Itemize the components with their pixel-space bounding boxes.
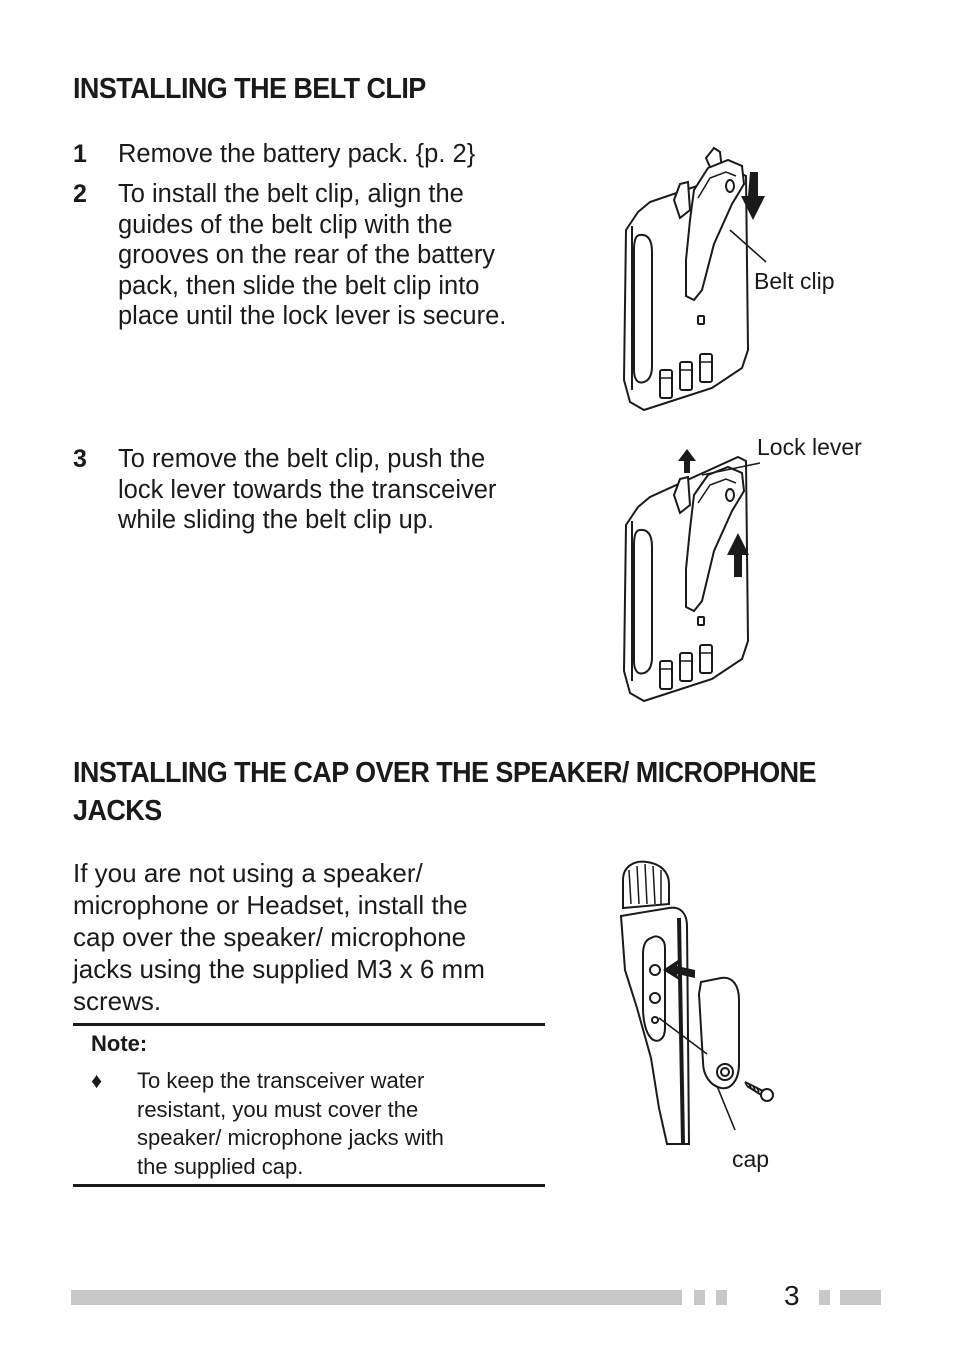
note-heading: Note:	[91, 1031, 148, 1056]
step-line: pack, then slide the belt clip into	[118, 271, 480, 300]
step-line: lock lever towards the transceiver	[118, 475, 497, 504]
step-number: 2	[73, 180, 87, 208]
footer-block	[819, 1290, 830, 1305]
step-text: Remove the battery pack. {p. 2}	[118, 139, 475, 170]
note-line: speaker/ microphone jacks with	[137, 1125, 444, 1150]
step-line: To install the belt clip, align the	[118, 180, 464, 208]
note-text: To keep the transceiver water resistant,…	[137, 1067, 444, 1181]
step-line: guides of the belt clip with the	[118, 210, 453, 239]
battery-belt-clip-remove-illustration	[622, 449, 761, 703]
body-line: cap over the speaker/ microphone	[73, 922, 467, 952]
section-title-cap: INSTALLING THE CAP OVER THE SPEAKER/ MIC…	[73, 754, 817, 830]
note-line: resistant, you must cover the	[137, 1096, 419, 1122]
footer-bar-left	[71, 1290, 682, 1305]
body-line: jacks using the supplied M3 x 6 mm	[73, 954, 485, 984]
bullet-icon: ♦	[91, 1068, 103, 1093]
body-line: If you are not using a speaker/	[73, 858, 423, 888]
note-bottom-rule	[73, 1184, 545, 1187]
label-lock-lever: Lock lever	[757, 434, 862, 460]
step-line: place until the lock lever is secure.	[118, 302, 507, 330]
arrow-down-icon	[741, 172, 765, 220]
cap-instructions: If you are not using a speaker/ micropho…	[73, 857, 485, 1017]
footer-block	[716, 1290, 727, 1305]
arrow-up-icon	[727, 533, 749, 577]
title-line: JACKS	[73, 795, 162, 827]
title-line: INSTALLING THE CAP OVER THE SPEAKER/ MIC…	[73, 757, 817, 789]
step-line: while sliding the belt clip up.	[118, 506, 435, 534]
footer-bar-right	[840, 1290, 881, 1305]
step-number: 3	[73, 445, 87, 473]
step-line: Remove the battery pack. {p. 2}	[118, 140, 476, 168]
section-title-belt-clip: INSTALLING THE BELT CLIP	[73, 73, 426, 105]
step-text: To install the belt clip, align the guid…	[118, 179, 506, 332]
arrow-left-icon	[663, 958, 695, 980]
label-cap: cap	[732, 1146, 770, 1172]
transceiver-cap-illustration	[619, 860, 774, 1145]
step-line: To remove the belt clip, push the	[118, 445, 486, 473]
step-number: 1	[73, 140, 87, 168]
step-text: To remove the belt clip, push the lock l…	[118, 444, 496, 536]
arrow-up-icon	[678, 449, 696, 473]
note-line: To keep the transceiver water	[137, 1068, 425, 1093]
step-line: grooves on the rear of the battery	[118, 241, 496, 269]
body-line: microphone or Headset, install the	[73, 890, 468, 920]
note-line: the supplied cap.	[137, 1153, 304, 1179]
note-top-rule	[73, 1023, 545, 1026]
label-belt-clip: Belt clip	[754, 268, 835, 294]
body-line: screws.	[73, 986, 162, 1016]
page-number: 3	[784, 1280, 800, 1311]
battery-belt-clip-install-illustration	[622, 146, 767, 412]
footer-block	[694, 1290, 705, 1305]
